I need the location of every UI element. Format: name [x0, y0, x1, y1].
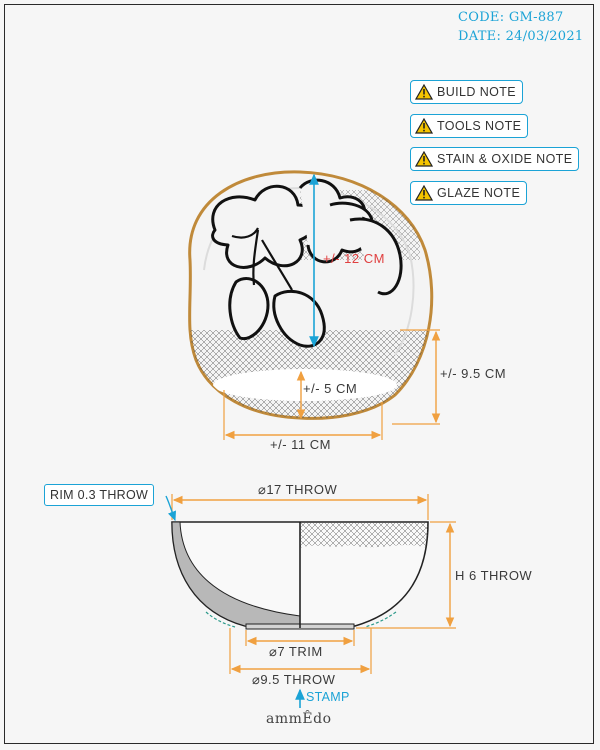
tools-note-button[interactable]: TOOLS NOTE — [410, 114, 529, 138]
drawing-date: DATE: 24/03/2021 — [458, 29, 584, 44]
foot-throw-label: ⌀9.5 THROW — [252, 672, 336, 687]
build-note-label: BUILD NOTE — [437, 85, 517, 99]
foot-trim-label: ⌀7 TRIM — [269, 644, 323, 659]
width-label: +/- 11 CM — [270, 437, 331, 452]
brand-logo: ammÊdo — [266, 711, 332, 727]
diameter-label: ⌀17 THROW — [258, 482, 337, 497]
stain-oxide-note-label: STAIN & OXIDE NOTE — [437, 152, 573, 166]
tools-note-label: TOOLS NOTE — [437, 119, 522, 133]
inner-foot-label: +/- 5 CM — [303, 381, 357, 396]
build-note-button[interactable]: BUILD NOTE — [410, 80, 524, 104]
stain-oxide-note-button[interactable]: STAIN & OXIDE NOTE — [410, 147, 580, 171]
side-view-bowl — [171, 521, 429, 630]
inner-height-label: +/- 12 CM — [323, 251, 385, 266]
warning-icon — [415, 84, 433, 100]
code-block: CODE: GM-887 DATE: 24/03/2021 — [458, 8, 584, 46]
side-view-dimensions — [165, 494, 456, 708]
warning-icon — [415, 185, 433, 201]
stamp-label: STAMP — [306, 690, 350, 704]
glaze-note-button[interactable]: GLAZE NOTE — [410, 181, 528, 205]
drawing-frame — [4, 4, 594, 744]
warning-icon — [415, 151, 433, 167]
warning-icon — [415, 118, 433, 134]
top-view-dimensions — [223, 173, 441, 440]
product-code: CODE: GM-887 — [458, 10, 564, 25]
height-label: H 6 THROW — [455, 568, 532, 583]
rim-note: RIM 0.3 THROW — [44, 484, 155, 506]
glaze-note-label: GLAZE NOTE — [437, 186, 521, 200]
side-height-label: +/- 9.5 CM — [440, 366, 506, 381]
